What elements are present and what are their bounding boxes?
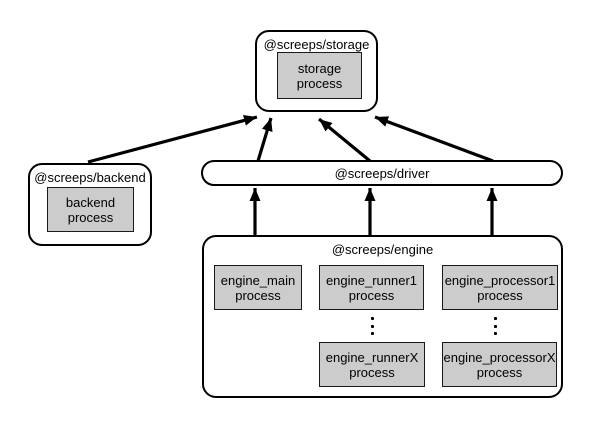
engine-main-process-box: engine_main process: [214, 265, 302, 310]
engine-processorX-process-box: engine_processorX process: [442, 342, 557, 387]
process-label-line: engine_main: [220, 272, 296, 288]
edge-driver-to-storage: [256, 117, 273, 162]
process-label-line: process: [296, 75, 343, 91]
node-screeps-storage: @screeps/storage storage process: [255, 30, 378, 112]
process-label-line: process: [349, 364, 395, 380]
engine-processor1-process-box: engine_processor1 process: [442, 265, 558, 310]
process-label-line: process: [477, 287, 523, 303]
vertical-ellipsis-icon: [370, 317, 374, 335]
node-screeps-driver: @screeps/driver: [201, 160, 563, 186]
process-label-line: engine_runnerX: [325, 349, 419, 365]
node-title: @screeps/backend: [34, 170, 146, 185]
process-label-line: process: [348, 287, 395, 303]
edge-driver-to-storage: [317, 117, 372, 163]
node-screeps-engine: @screeps/engine engine_main process engi…: [202, 235, 563, 398]
process-label-line: process: [235, 287, 281, 303]
process-label-line: engine_processor1: [444, 272, 556, 288]
engine-runner1-process-box: engine_runner1 process: [319, 265, 424, 310]
process-label-line: process: [67, 209, 114, 225]
node-title: @screeps/driver: [334, 165, 430, 181]
engine-runnerX-process-box: engine_runnerX process: [319, 342, 425, 387]
process-label-line: engine_runner1: [325, 272, 418, 288]
node-title: @screeps/engine: [331, 242, 434, 257]
edge-backend-to-storage: [87, 115, 258, 164]
vertical-ellipsis-icon: [493, 317, 497, 335]
node-screeps-backend: @screeps/backend backend process: [28, 163, 152, 246]
edge-driver-to-storage: [374, 115, 494, 163]
process-label-line: backend: [65, 194, 116, 210]
storage-process-box: storage process: [277, 52, 362, 99]
backend-process-box: backend process: [47, 187, 134, 232]
process-label-line: storage: [297, 60, 342, 76]
node-title: @screeps/storage: [263, 37, 370, 52]
process-label-line: engine_processorX: [443, 349, 556, 365]
process-label-line: process: [476, 364, 523, 380]
